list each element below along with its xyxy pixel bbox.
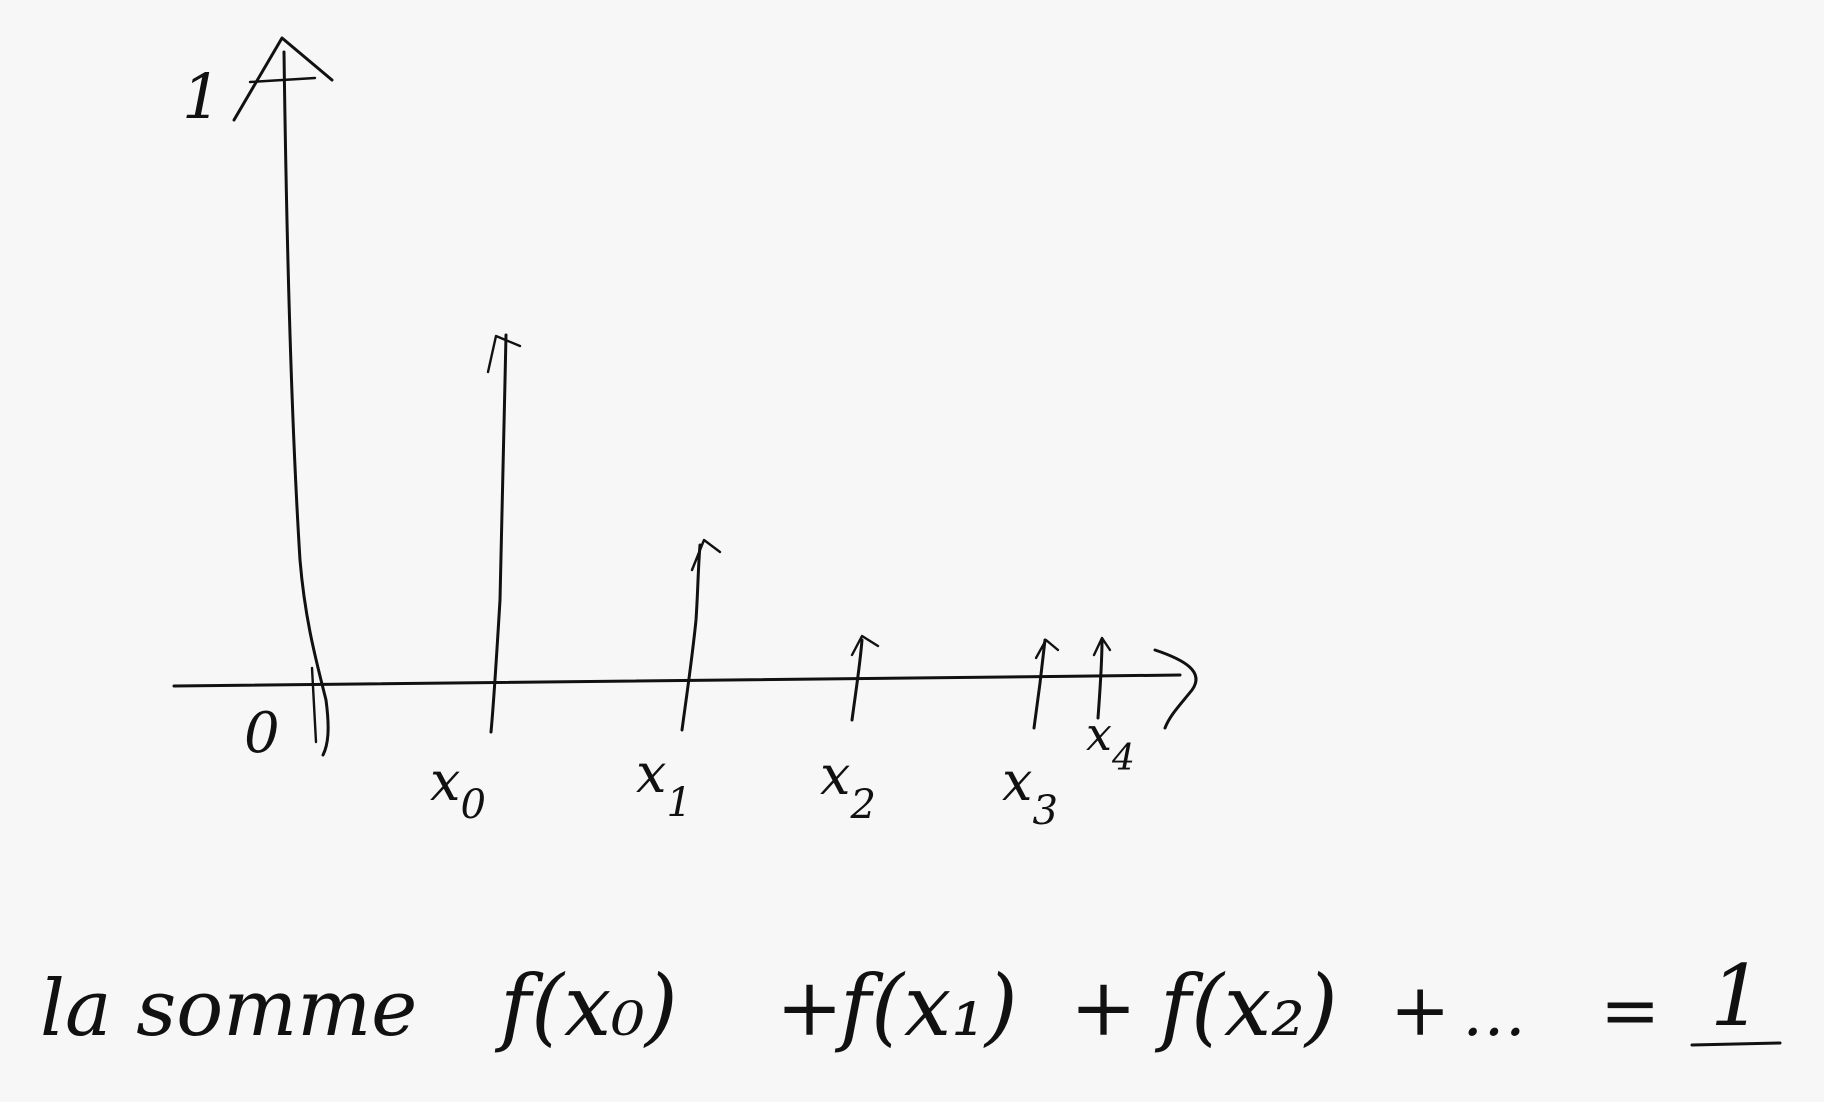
- stem-x4: [1096, 638, 1104, 720]
- formula-term-0: f(x₀): [494, 957, 678, 1055]
- formula-equals: =: [1600, 968, 1660, 1052]
- stem-x1-mark: [690, 538, 722, 572]
- formula-plus-2: +: [1070, 961, 1137, 1054]
- x-axis-arrowhead: [1153, 648, 1198, 730]
- formula-plus-1: +: [776, 961, 843, 1054]
- stem-x0: [489, 333, 508, 734]
- x-label-3: x3: [1002, 750, 1058, 834]
- y-axis-label: 1: [182, 60, 221, 133]
- x-label-1: x1: [636, 742, 692, 826]
- formula-result: 1: [1710, 947, 1763, 1045]
- y-axis: 1: [182, 36, 334, 757]
- formula-term-1: f(x₁): [834, 957, 1018, 1055]
- x-axis: 0: [172, 648, 1198, 766]
- stems: [486, 333, 1112, 734]
- result-underline: [1690, 1041, 1782, 1047]
- formula: la somme f(x₀) + f(x₁) + f(x₂) + … = 1: [40, 947, 1782, 1055]
- x-label-4: x4: [1086, 707, 1135, 779]
- formula-ellipsis: …: [1462, 977, 1526, 1051]
- x-label-2: x2: [820, 744, 876, 828]
- y-axis-arrowhead: [232, 36, 334, 122]
- x-label-0: x0: [430, 750, 486, 828]
- stem-x2: [850, 638, 864, 722]
- stem-x2-mark: [850, 634, 880, 657]
- formula-prefix: la somme: [40, 964, 417, 1054]
- y-axis-tick: [248, 76, 317, 84]
- origin-label: 0: [244, 701, 280, 766]
- stem-x3: [1032, 638, 1047, 730]
- stem-x3-mark: [1034, 638, 1060, 660]
- stem-x4-mark: [1092, 636, 1112, 657]
- stem-x0-mark: [486, 334, 522, 374]
- x-labels: x0 x1 x2 x3 x4: [430, 707, 1135, 834]
- formula-plus-3: +: [1390, 968, 1450, 1052]
- stem-x1: [680, 543, 702, 732]
- origin-tick: [310, 666, 318, 744]
- formula-term-2: f(x₂): [1154, 957, 1338, 1055]
